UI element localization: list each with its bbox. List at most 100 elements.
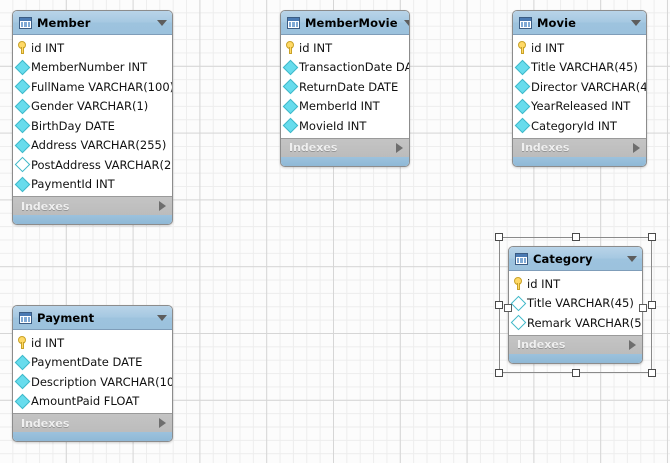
column-label: ReturnDate DATE (299, 79, 399, 94)
column-row[interactable]: id INT (281, 38, 409, 58)
column-row[interactable]: Address VARCHAR(255) (13, 136, 172, 156)
column-row[interactable]: PaymentDate DATE (13, 353, 172, 373)
column-icon (282, 98, 299, 115)
table-title: MemberMovie (305, 15, 398, 30)
column-label: FullName VARCHAR(100) (31, 79, 173, 94)
column-row[interactable]: id INT (13, 333, 172, 353)
column-row[interactable]: Director VARCHAR(45) (513, 77, 646, 97)
expand-right-icon[interactable] (629, 339, 636, 350)
column-label: Title VARCHAR(45) (531, 60, 638, 75)
column-list-category: id INT Title VARCHAR(45) Remark VARCHAR(50… (509, 271, 642, 335)
resize-handle[interactable] (648, 301, 656, 309)
column-label: Title VARCHAR(45) (527, 296, 634, 311)
connector-port[interactable] (639, 304, 647, 312)
primary-key-icon (513, 277, 524, 291)
table-base-strip (513, 156, 646, 166)
chevron-down-icon[interactable] (157, 314, 167, 321)
column-row[interactable]: MemberId INT (281, 97, 409, 117)
column-icon (14, 373, 31, 390)
column-row[interactable]: ReturnDate DATE (281, 77, 409, 97)
resize-handle[interactable] (648, 369, 656, 377)
table-title: Member (37, 15, 91, 30)
column-row[interactable]: MemberNumber INT (13, 58, 172, 78)
table-title: Category (533, 251, 593, 266)
table-icon (287, 16, 300, 29)
column-icon (14, 59, 31, 76)
table-node-category[interactable]: Category id INT Title VARCHAR(45) Remark VA… (508, 246, 643, 364)
column-icon (282, 59, 299, 76)
column-row[interactable]: id INT (509, 274, 642, 294)
expand-right-icon[interactable] (396, 142, 403, 153)
column-label: Description VARCHAR(100) (31, 374, 173, 389)
nullable-column-icon (510, 314, 527, 331)
column-icon (14, 117, 31, 134)
table-header-membermovie[interactable]: MemberMovie (281, 11, 409, 35)
column-row[interactable]: TransactionDate DATE (281, 58, 409, 78)
indexes-section-payment[interactable]: Indexes (13, 413, 172, 432)
table-header-member[interactable]: Member (13, 11, 172, 35)
table-node-membermovie[interactable]: MemberMovie id INT TransactionDate DATERet… (280, 10, 410, 167)
column-row[interactable]: Description VARCHAR(100) (13, 372, 172, 392)
table-title: Payment (37, 310, 95, 325)
column-icon (514, 59, 531, 76)
expand-right-icon[interactable] (159, 418, 166, 428)
column-row[interactable]: Remark VARCHAR(500) (509, 313, 642, 333)
table-base-strip (509, 353, 642, 363)
connector-port[interactable] (504, 304, 512, 312)
indexes-label: Indexes (521, 141, 570, 154)
chevron-down-icon[interactable] (631, 19, 641, 26)
column-row[interactable]: PostAddress VARCHAR(255) (13, 155, 172, 175)
expand-right-icon[interactable] (633, 142, 640, 153)
table-header-movie[interactable]: Movie (513, 11, 646, 35)
column-icon (14, 137, 31, 154)
column-row[interactable]: CategoryId INT (513, 116, 646, 136)
table-title: Movie (537, 15, 577, 30)
table-header-category[interactable]: Category (509, 247, 642, 271)
indexes-section-movie[interactable]: Indexes (513, 137, 646, 157)
chevron-down-icon[interactable] (403, 19, 409, 26)
resize-handle[interactable] (648, 233, 656, 241)
column-row[interactable]: id INT (513, 38, 646, 58)
column-row[interactable]: MovieId INT (281, 116, 409, 136)
column-row[interactable]: YearReleased INT (513, 97, 646, 117)
column-label: id INT (531, 40, 565, 55)
resize-handle[interactable] (495, 301, 503, 309)
table-node-movie[interactable]: Movie id INT Title VARCHAR(45) Director VAR… (512, 10, 647, 167)
column-label: PostAddress VARCHAR(255) (31, 157, 172, 172)
resize-handle[interactable] (495, 369, 503, 377)
table-header-payment[interactable]: Payment (13, 306, 172, 330)
column-row[interactable]: Title VARCHAR(45) (513, 58, 646, 78)
column-row[interactable]: Gender VARCHAR(1) (13, 97, 172, 117)
column-row[interactable]: BirthDay DATE (13, 116, 172, 136)
nullable-column-icon (14, 156, 31, 173)
indexes-section-membermovie[interactable]: Indexes (281, 137, 409, 157)
column-label: Address VARCHAR(255) (31, 138, 167, 153)
column-label: BirthDay DATE (31, 118, 115, 133)
chevron-down-icon[interactable] (627, 255, 637, 262)
column-row[interactable]: FullName VARCHAR(100) (13, 77, 172, 97)
primary-key-icon (17, 41, 28, 55)
column-row[interactable]: Title VARCHAR(45) (509, 294, 642, 314)
column-label: id INT (527, 276, 561, 291)
table-base-strip (13, 432, 172, 441)
column-label: id INT (299, 40, 333, 55)
column-row[interactable]: AmountPaid FLOAT (13, 392, 172, 412)
column-label: id INT (31, 40, 65, 55)
column-label: AmountPaid FLOAT (31, 394, 140, 409)
resize-handle[interactable] (571, 369, 580, 377)
resize-handle[interactable] (571, 233, 580, 241)
expand-right-icon[interactable] (159, 201, 166, 211)
column-row[interactable]: PaymentId INT (13, 175, 172, 195)
indexes-label: Indexes (289, 141, 338, 154)
column-list-movie: id INT Title VARCHAR(45) Director VARCHAR(… (513, 35, 646, 138)
indexes-section-category[interactable]: Indexes (509, 334, 642, 354)
column-row[interactable]: id INT (13, 38, 172, 58)
column-icon (514, 117, 531, 134)
chevron-down-icon[interactable] (157, 19, 167, 26)
indexes-section-member[interactable]: Indexes (13, 196, 172, 215)
resize-handle[interactable] (495, 233, 503, 241)
